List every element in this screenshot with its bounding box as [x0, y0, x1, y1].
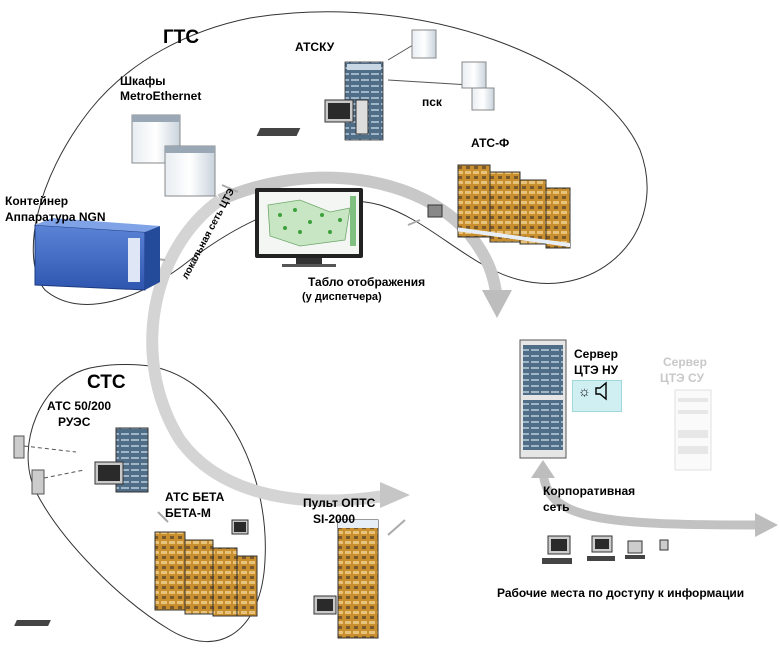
ring-arrow-head-bottom: [380, 482, 410, 508]
ats-beta-label: АТС БЕТА: [165, 490, 225, 504]
conn-pult: [387, 519, 406, 536]
ring-arrow-head: [482, 290, 512, 318]
corp-net-label-line2: сеть: [543, 500, 570, 514]
server-ctu-nu: [519, 339, 567, 459]
workplaces-label: Рабочие места по доступу к информации: [497, 586, 745, 600]
psk-cabinets: [411, 29, 495, 111]
atsku-pc: [256, 99, 369, 136]
workplaces-pcs: [542, 535, 669, 564]
server-nu-label-line2: ЦТЭ НУ: [574, 363, 619, 377]
atsku-label: АТСКУ: [295, 40, 335, 54]
ats-50-200-label: АТС 50/200: [47, 399, 112, 413]
tablo-label-line1: Табло отображения: [308, 275, 426, 289]
pult-label-line2: SI-2000: [313, 512, 356, 526]
server-su-label-line1: Сервер: [663, 355, 707, 369]
sts-boundary: [27, 363, 266, 642]
pult-opts: [14, 519, 379, 639]
server-nu-label-line1: Сервер: [574, 347, 618, 361]
apparatura-ngn-label: Аппаратура NGN: [5, 210, 106, 224]
ats-f-racks: [427, 164, 571, 249]
ngn-container: [34, 218, 160, 291]
ruas-label: РУЭС: [58, 415, 91, 429]
psk-label: пск: [422, 95, 442, 109]
metro-ethernet-cabinets: [131, 114, 216, 197]
server-alert-panel: [572, 380, 622, 412]
conn-shkafy: [221, 184, 239, 193]
conn-atsf: [407, 219, 421, 226]
ats-f-label: АТС-Ф: [471, 136, 510, 150]
speaker-icon: [595, 381, 607, 401]
corp-net-arrow-up: [531, 460, 555, 478]
sts-label: СТС: [87, 372, 126, 393]
kontejner-label: Контейнер: [5, 194, 69, 208]
server-su-label-line2: ЦТЭ СУ: [660, 371, 704, 385]
gts-label: ГТС: [163, 27, 200, 48]
pult-label-line1: Пульт ОПТС: [303, 496, 376, 510]
conn-atsku-psk: [387, 79, 471, 86]
ats-beta-racks: [154, 519, 258, 617]
tablo-label-line2: (у диспетчера): [302, 291, 382, 303]
corp-net-arrow-head: [755, 513, 778, 537]
metro-ethernet-label: MetroEthernet: [120, 89, 202, 103]
ats-50-200: [13, 427, 149, 495]
display-board: [255, 188, 363, 267]
sun-icon: ☼: [578, 383, 591, 399]
server-ctu-su: [674, 389, 712, 471]
corp-net-line: [538, 469, 761, 530]
beta-m-label: БЕТА-М: [165, 506, 211, 520]
corp-net-label-line1: Корпоративная: [543, 484, 636, 498]
shkafy-label: Шкафы: [120, 74, 166, 88]
conn-beta: [157, 511, 169, 523]
ring-arrow-left: [146, 195, 391, 507]
